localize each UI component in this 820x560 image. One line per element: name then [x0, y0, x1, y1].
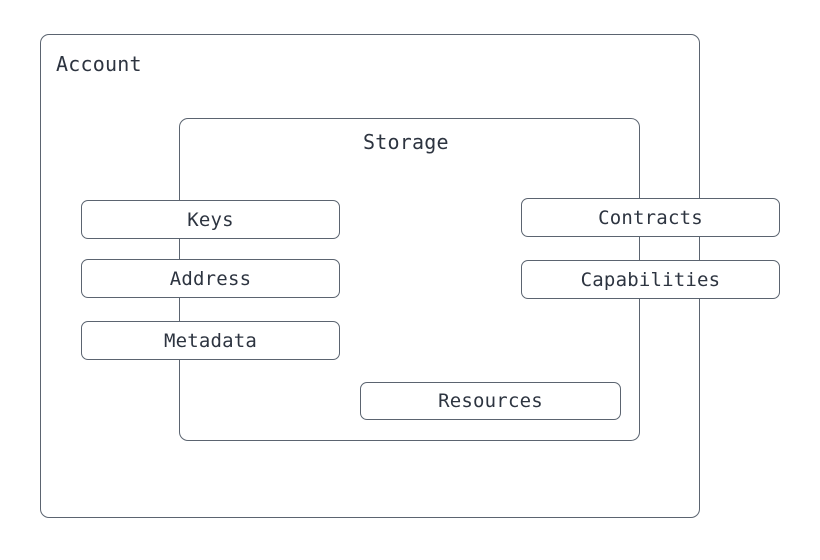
- account-container-label: Account: [56, 52, 142, 76]
- node-resources: Resources: [360, 382, 621, 420]
- node-keys: Keys: [81, 200, 340, 239]
- node-contracts: Contracts: [521, 198, 780, 237]
- node-address: Address: [81, 259, 340, 298]
- storage-container-label: Storage: [363, 130, 449, 154]
- node-capabilities: Capabilities: [521, 260, 780, 299]
- node-metadata: Metadata: [81, 321, 340, 360]
